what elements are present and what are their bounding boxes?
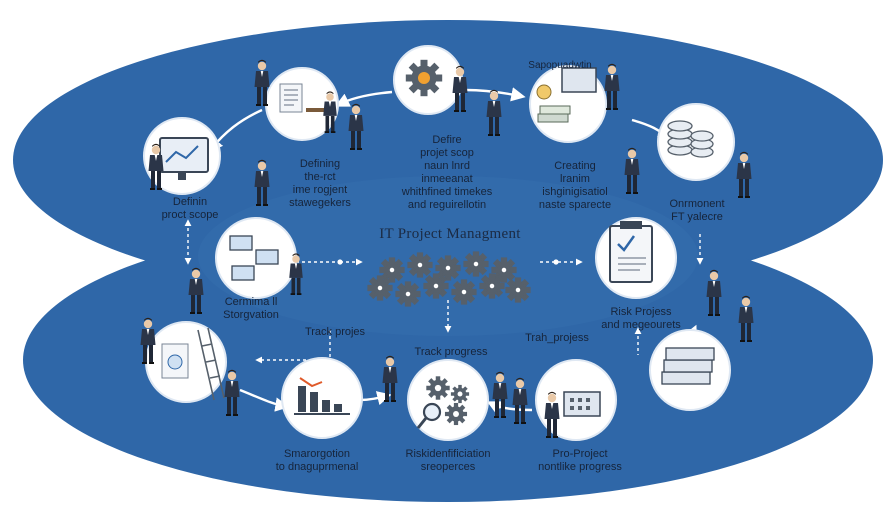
- label-mid-right: Risk Projess and megeourets: [601, 306, 681, 331]
- label-far-left: Definin proct scope: [161, 196, 219, 221]
- circle-top-right: [529, 65, 607, 143]
- circle-top-left: [265, 67, 339, 141]
- label-bottom-right: Pro-Project nontlike progress: [538, 448, 622, 473]
- document-icon: [279, 83, 303, 113]
- chart-icon: [298, 386, 342, 412]
- monitor-icon: [561, 67, 597, 93]
- label-top-right: Creating lranim ishginigisatiol naste sp…: [538, 160, 612, 211]
- diagram-title: IT Project Managment: [379, 226, 521, 242]
- circle-mid-left: [215, 217, 297, 299]
- connector-node: [337, 259, 343, 265]
- gear-highlight: [418, 72, 430, 84]
- coins-icon: [667, 120, 714, 158]
- ladder-icon: [197, 327, 225, 401]
- label-track-right: Trah_projess: [525, 332, 589, 344]
- magnifier-icon: [416, 402, 442, 429]
- circle-bottom-center: [407, 359, 489, 441]
- monitor-icon: [159, 137, 209, 173]
- circle-far-right: [657, 103, 735, 181]
- label-top-right-header: Sapopuadwtin: [528, 60, 592, 71]
- label-top-center: Defire projet scop naun lnrd inmeeanat w…: [401, 134, 493, 211]
- clipboard-icon: [609, 221, 653, 283]
- label-mid-left: Cermima ll Storgvation: [223, 296, 279, 321]
- label-track-left: Track projes: [304, 326, 366, 338]
- label-far-right: Onrmonent FT yalecre: [669, 198, 725, 223]
- circle-mid-right: [595, 217, 677, 299]
- label-top-left: Defining the-rct ime rogjent stawegekers: [289, 158, 351, 209]
- circle-far-right-bottom: [649, 329, 731, 411]
- connector-node: [553, 259, 559, 265]
- cash-stack-icon: [537, 105, 571, 123]
- circle-far-left: [143, 117, 221, 195]
- circle-bottom-left: [145, 321, 227, 403]
- circle-top-center: [393, 45, 463, 115]
- cash-stack-icon: [661, 347, 715, 385]
- label-track-center: Track progress: [414, 346, 488, 358]
- flowchart-icon: [229, 235, 279, 281]
- label-bottom-center: Riskidenfificiation sreoperces: [405, 448, 491, 473]
- label-bottom-left: Smarorgotion to dnaguprmenal: [275, 448, 359, 473]
- circle-bottom-center-left: [281, 357, 363, 439]
